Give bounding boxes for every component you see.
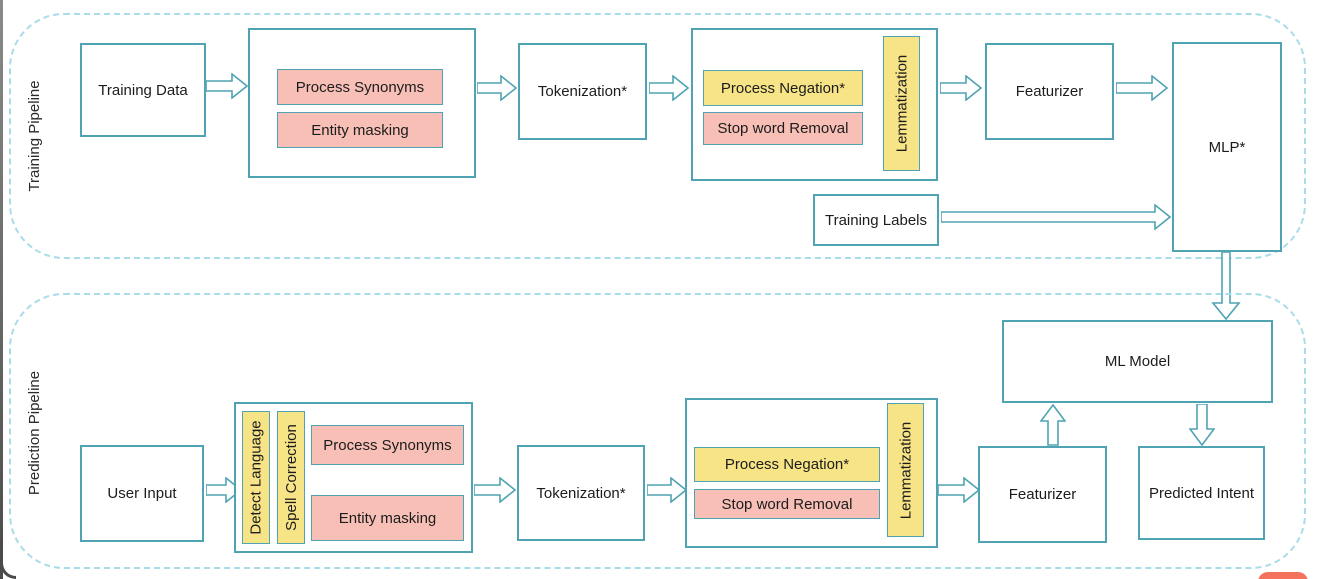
predicted-intent-label: Predicted Intent [1148,484,1255,502]
node-training-labels: Training Labels [813,194,939,246]
training-labels-to-mlp-arrow [941,204,1171,230]
training-process-synonyms-label: Process Synonyms [295,78,425,96]
mlp-to-ml-model-arrow [1211,252,1241,320]
node-mlp: MLP* [1172,42,1282,252]
ml-model-to-predicted-intent-arrow [1189,404,1215,446]
prediction-stop-word-removal-chip: Stop word Removal [694,489,880,519]
training-negation-to-featurizer-arrow [940,75,982,101]
detect-language-chip: Detect Language [242,411,270,544]
training-preprocess-to-tokenization-arrow [477,75,517,101]
training-process-negation-chip: Process Negation* [703,70,863,106]
prediction-process-synonyms-chip: Process Synonyms [311,425,464,465]
prediction-tokenization-to-negation-arrow [647,477,687,503]
user-input-to-preprocess-arrow [206,477,242,503]
node-user-input: User Input [80,445,204,542]
node-ml-model: ML Model [1002,320,1273,403]
mlp-label: MLP* [1208,138,1246,156]
node-prediction-featurizer: Featurizer [978,446,1107,543]
prediction-stop-word-removal-label: Stop word Removal [721,495,853,513]
node-training-data-label: Training Data [98,81,188,99]
node-prediction-tokenization: Tokenization* [517,445,645,541]
user-input-label: User Input [107,485,177,502]
training-featurizer-label: Featurizer [1015,83,1084,100]
prediction-pipeline-container [9,293,1306,569]
training-lemmatization-label: Lemmatization [893,54,911,153]
training-entity-masking-chip: Entity masking [277,112,443,148]
node-training-featurizer: Featurizer [985,43,1114,140]
prediction-lemmatization-chip: Lemmatization [887,403,924,537]
node-predicted-intent: Predicted Intent [1138,446,1265,540]
training-process-negation-label: Process Negation* [720,79,846,97]
prediction-process-synonyms-label: Process Synonyms [323,436,452,454]
training-featurizer-to-mlp-arrow [1116,75,1168,101]
chat-launcher-icon[interactable] [1258,572,1308,579]
featurizer-to-ml-model-arrow [1040,404,1066,446]
prediction-negation-to-featurizer-arrow [938,477,980,503]
spell-correction-label: Spell Correction [282,424,300,531]
prediction-preprocess-to-tokenization-arrow [474,477,516,503]
prediction-tokenization-label: Tokenization* [536,484,626,502]
prediction-lemmatization-label: Lemmatization [897,421,915,519]
training-lemmatization-chip: Lemmatization [883,36,920,171]
training-process-synonyms-chip: Process Synonyms [277,69,443,105]
prediction-entity-masking-label: Entity masking [338,509,437,527]
spell-correction-chip: Spell Correction [277,411,305,544]
prediction-pipeline-label: Prediction Pipeline [26,370,43,496]
training-entity-masking-label: Entity masking [311,121,409,139]
prediction-process-negation-label: Process Negation* [724,456,850,473]
prediction-entity-masking-chip: Entity masking [311,495,464,541]
training-pipeline-label: Training Pipeline [26,80,43,192]
training-stop-word-removal-label: Stop word Removal [717,120,849,137]
training-tokenization-label: Tokenization* [537,83,628,100]
training-stop-word-removal-chip: Stop word Removal [703,112,863,145]
prediction-featurizer-label: Featurizer [1008,486,1077,503]
training-labels-label: Training Labels [824,211,927,229]
node-training-data: Training Data [80,43,206,137]
training-tokenization-to-negation-arrow [649,75,689,101]
window-edge-left [0,0,3,579]
node-training-tokenization: Tokenization* [518,43,647,140]
ml-model-label: ML Model [1104,353,1171,370]
training-data-to-preprocess-arrow [206,73,248,99]
detect-language-label: Detect Language [247,420,265,535]
training-pipeline-container [9,13,1306,259]
prediction-process-negation-chip: Process Negation* [694,447,880,482]
